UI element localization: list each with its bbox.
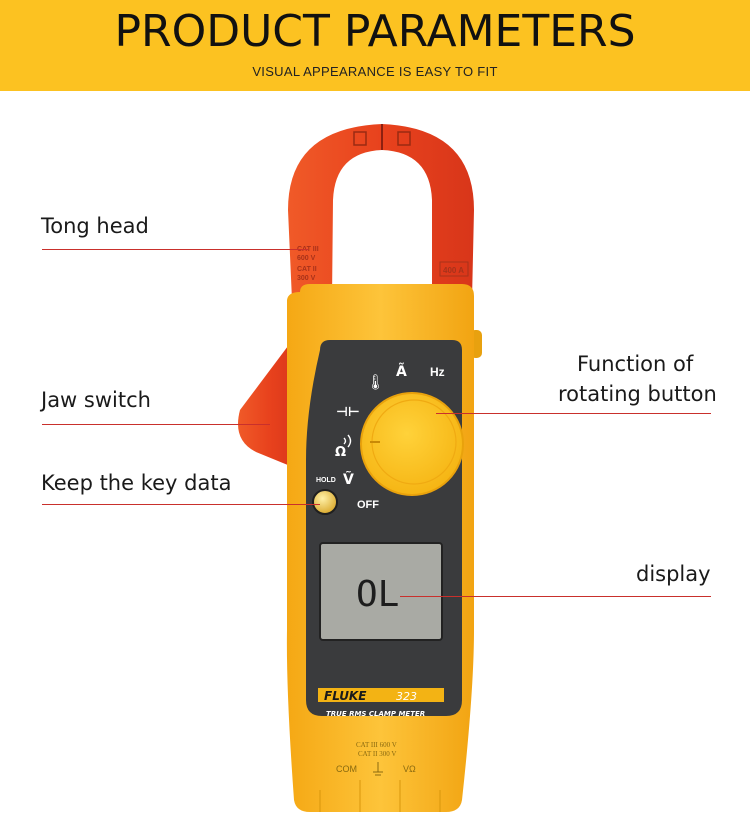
lcd-display: [319, 542, 443, 641]
port-com-label: COM: [336, 764, 357, 774]
ground-icon: [373, 762, 383, 776]
callout-tong-head: Tong head: [41, 214, 149, 238]
dial-hz-label: Hz: [430, 365, 445, 379]
callout-keep-key-data: Keep the key data: [41, 471, 232, 495]
dial-off-label: OFF: [357, 499, 379, 511]
brand-name: FLUKE: [324, 689, 367, 703]
jaw-marker-right: [397, 131, 411, 146]
port-divider: [319, 780, 441, 812]
page-title: PRODUCT PARAMETERS: [114, 6, 636, 57]
dial-amps-label: Ã: [396, 363, 407, 380]
front-panel: [306, 340, 462, 716]
dial-temp-icon: 🌡: [366, 373, 385, 391]
callout-line-function: [436, 413, 711, 414]
callout-line-jaw-switch: [42, 424, 270, 425]
port-rating-1: CAT III 600 V: [356, 741, 397, 749]
header-banner: PRODUCT PARAMETERS VISUAL APPEARANCE IS …: [0, 0, 750, 91]
callout-line-keep-key-data: [42, 504, 320, 505]
jaw-rating-box: [439, 261, 469, 277]
jaw-marker-left: [353, 131, 367, 146]
jaw-switch-trigger[interactable]: [238, 330, 300, 470]
dial-capacitance-icon: ⊣⊢: [336, 405, 360, 420]
callout-line-tong-head: [42, 249, 308, 250]
port-rating-2: CAT II 300 V: [358, 750, 396, 758]
jaw-rating-2: 600 V: [297, 255, 316, 262]
dial-continuity-icon: [343, 434, 352, 448]
hold-button[interactable]: [312, 489, 338, 515]
jaw-rating-3: CAT II: [297, 266, 317, 273]
lcd-reading: OL: [356, 574, 399, 615]
callout-jaw-switch: Jaw switch: [41, 388, 151, 412]
jaw-rating-right: 400 A: [443, 266, 464, 275]
tong-head: [288, 124, 474, 300]
callout-function-line2: rotating button: [558, 382, 717, 406]
hold-label: HOLD: [316, 477, 336, 484]
callout-line-display: [400, 596, 711, 597]
page-subtitle: VISUAL APPEARANCE IS EASY TO FIT: [252, 64, 498, 79]
jaw-rating-4: 300 V: [297, 275, 316, 282]
rotary-dial[interactable]: [360, 392, 464, 496]
dial-ohms-label: Ω: [335, 445, 346, 460]
brand-plate: [318, 688, 444, 702]
product-line: TRUE RMS CLAMP METER: [326, 710, 425, 718]
model-number: 323: [396, 690, 417, 703]
callout-function-line1: Function of: [577, 352, 694, 376]
callout-display: display: [636, 562, 711, 586]
dial-volts-label: Ṽ: [343, 471, 354, 488]
port-vohm-label: VΩ: [403, 764, 416, 774]
